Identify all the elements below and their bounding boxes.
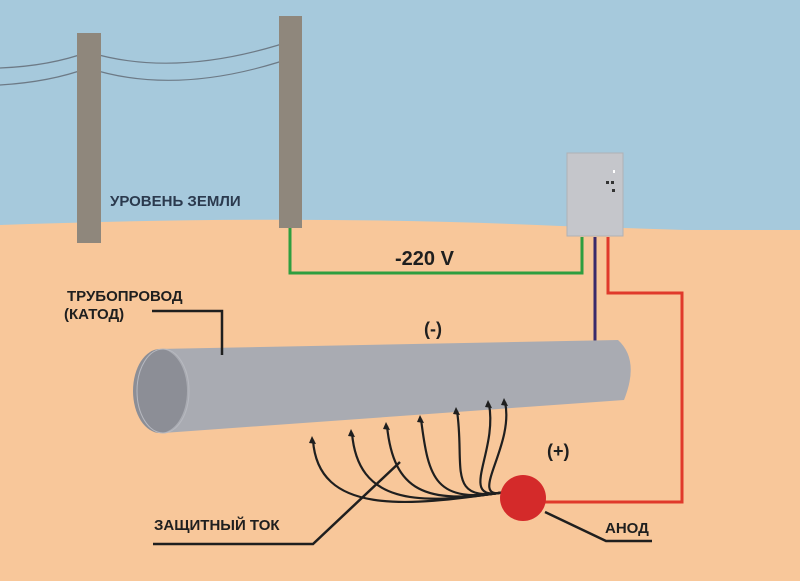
positive-sign-label: (+) [547,441,570,461]
negative-sign-label: (-) [424,319,442,339]
protective-current-label: ЗАЩИТНЫЙ ТОК [154,516,280,534]
voltage-label: -220 V [395,248,455,270]
current-arrowhead-icon [383,422,390,430]
ground-level-label: УРОВЕНЬ ЗЕМЛИ [110,193,241,210]
protective-current-leader-line [153,461,401,546]
pipeline-label-line1: ТРУБОПРОВОД [67,288,183,305]
current-line [479,403,506,495]
sky [0,0,800,230]
current-arrowhead-icon [501,398,508,406]
current-arrowhead-icon [417,415,424,423]
current-arrowhead-icon [309,436,316,444]
power-pole-right [279,16,302,228]
power-lines [0,37,301,86]
ground-wire [288,228,584,275]
current-arrowhead-icon [348,429,355,437]
anode-leader-line [544,510,652,543]
pipeline-label-line2: (КАТОД) [64,306,124,323]
pipeline [133,340,631,434]
protective-current-lines [309,398,508,504]
anode-wire [545,237,684,504]
station-indicator-icon [606,170,615,192]
current-line [455,410,506,496]
anode [500,475,546,521]
current-arrowhead-icon [453,407,460,415]
pipeline-leader-line [152,309,224,355]
cathodic-protection-station [566,152,624,237]
anode-label: АНОД [605,520,649,537]
power-pole-left [77,33,101,243]
current-line [488,401,508,495]
current-arrowhead-icon [485,400,492,408]
